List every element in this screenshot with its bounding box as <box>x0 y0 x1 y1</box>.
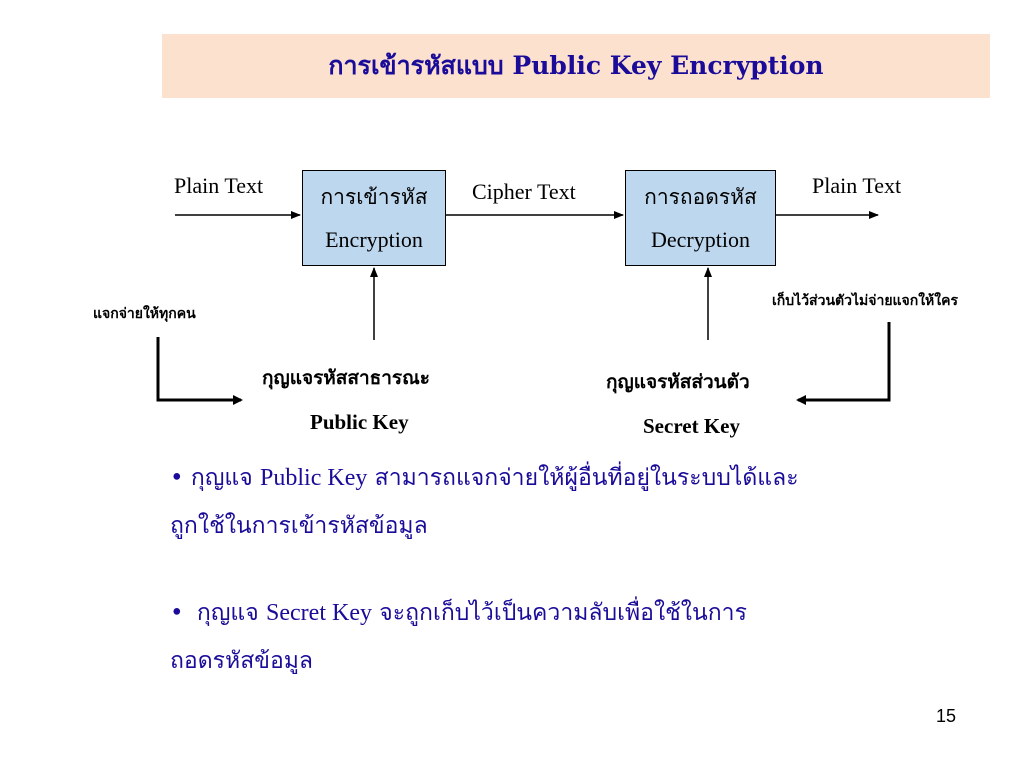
plain-text-input-label: Plain Text <box>174 173 264 198</box>
encryption-box-english: Encryption <box>325 226 423 252</box>
keep-private-note: เก็บไว้ส่วนตัวไม่จ่ายแจกให้ใคร <box>772 293 959 309</box>
page-number: 15 <box>936 706 957 726</box>
title-bar: การเข้ารหัสแบบ Public Key Encryption <box>162 34 990 98</box>
bullet-english-term: Secret Key <box>266 600 372 626</box>
bullet-public-key-line2: ถูกใช้ในการเข้ารหัสข้อมูล <box>170 513 428 539</box>
secret-key-english: Secret Key <box>643 414 740 438</box>
bullet-public-key-line1: • กุญแจ Public Key สามารถแจกจ่ายให้ผู้อื… <box>170 458 970 498</box>
plain-text-output-label: Plain Text <box>812 173 902 198</box>
decryption-box: การถอดรหัส Decryption <box>625 170 776 266</box>
bullet-secret-key-line1: • กุญแจ Secret Key จะถูกเก็บไว้เป็นความล… <box>170 593 970 633</box>
title-thai: การเข้ารหัสแบบ <box>328 51 504 80</box>
bullet-secret-key-line2: ถอดรหัสข้อมูล <box>170 648 314 674</box>
public-key-english: Public Key <box>310 410 409 434</box>
slide-title: การเข้ารหัสแบบ Public Key Encryption <box>328 46 823 86</box>
encryption-box: การเข้ารหัส Encryption <box>302 170 446 266</box>
public-key-thai: กุญแจรหัสสาธารณะ <box>262 367 430 389</box>
title-english: Public Key Encryption <box>512 51 824 80</box>
bullet-thai-prefix: กุญแจ <box>196 600 259 626</box>
bullet-line1-rest: สามารถแจกจ่ายให้ผู้อื่นที่อยู่ในระบบได้แ… <box>374 465 799 491</box>
bullet-public-key: • กุญแจ Public Key สามารถแจกจ่ายให้ผู้อื… <box>170 458 970 546</box>
distribute-note: แจกจ่ายให้ทุกคน <box>93 306 196 322</box>
bullet-marker: • <box>170 600 184 626</box>
cipher-text-label: Cipher Text <box>472 179 576 204</box>
arrow-private-to-secret-key <box>798 322 891 402</box>
bullet-secret-key: • กุญแจ Secret Key จะถูกเก็บไว้เป็นความล… <box>170 593 970 681</box>
bullet-line1-rest: จะถูกเก็บไว้เป็นความลับเพื่อใช้ในการ <box>379 600 747 626</box>
bullet-thai-prefix: กุญแจ <box>190 465 253 491</box>
decryption-box-thai: การถอดรหัส <box>644 184 757 209</box>
secret-key-thai: กุญแจรหัสส่วนตัว <box>606 371 750 393</box>
bullet-english-term: Public Key <box>260 465 368 491</box>
encryption-box-thai: การเข้ารหัส <box>320 184 428 209</box>
arrow-distribute-to-public-key <box>156 337 241 402</box>
decryption-box-english: Decryption <box>651 226 750 252</box>
bullet-marker: • <box>170 465 184 491</box>
